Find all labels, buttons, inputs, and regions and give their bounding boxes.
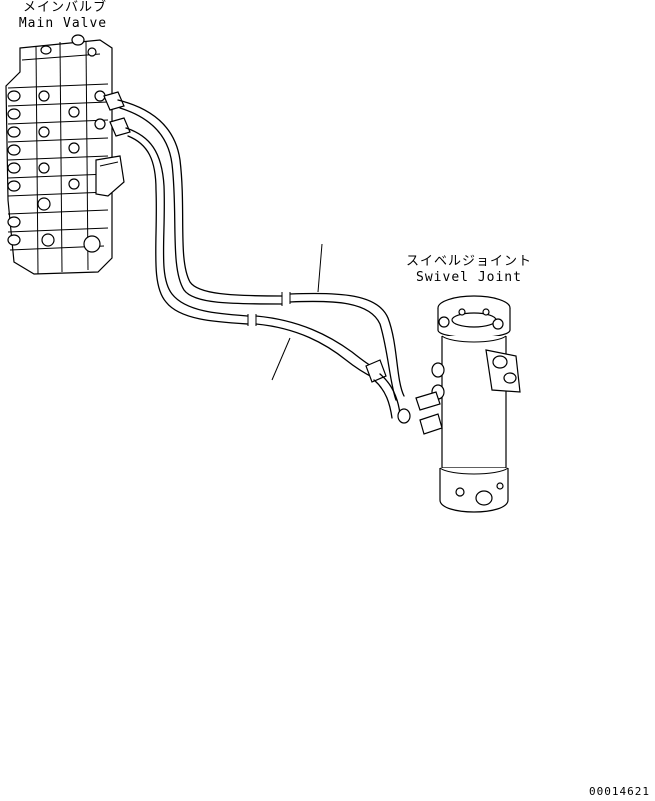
hose-lower [109, 117, 411, 424]
main-valve [5, 34, 125, 275]
swivel-joint [415, 295, 521, 513]
swivel-joint-label-jp: スイベルジョイント [406, 254, 533, 269]
hose-upper [103, 91, 405, 401]
main-valve-label-jp: メインバルブ [22, 0, 107, 15]
main-valve-label-en: Main Valve [18, 16, 108, 31]
leader-line-lower [271, 337, 291, 381]
swivel-joint-label-en: Swivel Joint [416, 270, 522, 285]
leader-line-upper [317, 243, 323, 293]
figure-id: 00014621 [589, 785, 650, 798]
